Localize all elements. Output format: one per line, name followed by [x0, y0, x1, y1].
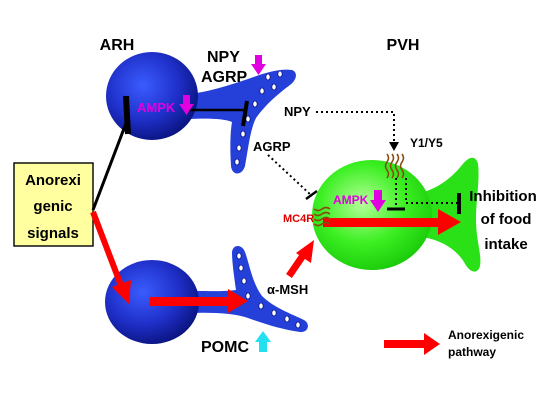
signals-label-2: genic: [33, 198, 72, 215]
npy-to-y1y5-dotted: [316, 111, 399, 151]
mc4r-label: MC4R: [283, 213, 314, 225]
arh-region-label: ARH: [100, 37, 135, 54]
npy-transmitter-label: NPY: [284, 104, 311, 119]
npy-neuron-axon: [170, 69, 296, 174]
anorexigenic-signals-box: Anorexi genic signals: [13, 162, 94, 247]
npy-label: NPY: [207, 49, 240, 66]
signals-inhibition-line: [91, 95, 131, 211]
legend-label-1: Anorexigenic: [448, 328, 524, 342]
ampk-arh-inhibition: [186, 100, 249, 127]
pvh-neuron: [312, 157, 481, 272]
agrp-to-mc4r-dotted: [267, 154, 318, 200]
signals-to-pomc-arrow: [90, 210, 131, 304]
ampk-arh-down-arrow-icon: [179, 95, 194, 115]
mc4r-receptor: [313, 206, 331, 227]
y1y5-inhibition-dotted: [387, 178, 461, 214]
pvh-neuron-soma: [312, 160, 432, 270]
inhibition-label-2: of food: [481, 211, 532, 228]
ampk-pvh-down-arrow-icon: [370, 190, 386, 212]
signals-label-1: Anorexi: [25, 172, 81, 189]
y1y5-label: Y1/Y5: [410, 136, 443, 150]
pvh-region-label: PVH: [387, 37, 420, 54]
signals-label-3: signals: [27, 225, 79, 242]
inhibition-label-3: intake: [484, 236, 527, 253]
legend-right-arrow-icon: [384, 333, 440, 355]
pomc-up-arrow-icon: [255, 331, 271, 352]
pvh-internal-arrow: [323, 209, 461, 235]
inhibition-label-1: Inhibition: [469, 188, 536, 205]
agrp-transmitter-label: AGRP: [253, 139, 291, 154]
agrp-label: AGRP: [201, 69, 248, 86]
npy-vesicles: [234, 70, 283, 166]
ampk-pvh-label: AMPK: [333, 193, 369, 207]
pomc-label: POMC: [201, 339, 249, 356]
legend: Anorexigenic pathway: [384, 328, 524, 359]
pomc-vesicles: [236, 252, 301, 329]
ampk-arh-label: AMPK: [137, 100, 176, 115]
msh-to-mc4r-arrow: [286, 240, 314, 278]
npy-down-arrow-icon: [251, 55, 266, 75]
alpha-msh-label: α-MSH: [267, 282, 308, 297]
legend-label-2: pathway: [448, 345, 496, 359]
y1y5-receptor: [384, 153, 405, 179]
pomc-internal-arrow: [150, 289, 248, 313]
